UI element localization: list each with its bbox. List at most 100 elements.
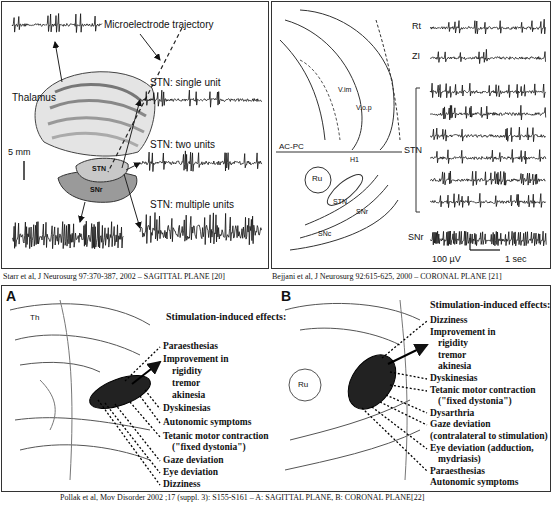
thalamus-band <box>55 84 140 100</box>
label-text: 5 mm <box>8 148 31 157</box>
atlas-contour <box>290 400 410 440</box>
label-text: ZI <box>412 52 420 61</box>
label-text: Stimulation-induced effects: <box>430 300 550 310</box>
leader-line <box>98 400 160 485</box>
atlas-contour <box>280 40 325 140</box>
atlas-contour <box>10 304 150 325</box>
spike-trace <box>430 83 546 98</box>
label-text: H1 <box>350 156 359 163</box>
label-text: rigidity <box>172 367 202 377</box>
atlas-contour <box>376 20 400 140</box>
leader-line <box>362 408 427 471</box>
label-text: Stimulation-induced effects: <box>166 312 286 322</box>
red-nucleus <box>305 167 331 193</box>
label-text: (contralateral to stimulation) <box>430 432 548 442</box>
label-text: Starr et al, J Neurosurg 97:370-387, 200… <box>3 273 225 281</box>
label-text: SNr <box>90 186 102 193</box>
spike-trace <box>430 149 546 163</box>
spike-trace <box>430 127 545 142</box>
leader-arrow <box>122 100 140 168</box>
label-text: Ru <box>312 175 322 183</box>
leader-line <box>125 347 160 381</box>
label-text: A <box>6 289 16 303</box>
label-text: V.im <box>338 86 351 93</box>
label-text: Eye deviation <box>163 468 218 478</box>
label-text: Thalamus <box>12 93 56 103</box>
label-text: Gaze deviation <box>163 456 223 466</box>
label-text: STN <box>92 165 106 172</box>
atlas-contour <box>300 328 400 345</box>
label-text: Pollak et al, Mov Disorder 2002 ;17 (sup… <box>60 494 424 502</box>
spike-trace <box>140 90 262 107</box>
thalamus-shape <box>35 72 155 156</box>
leader-line <box>382 321 427 358</box>
label-text: Paraesthesias <box>163 342 218 352</box>
label-text: Rt <box>412 22 421 31</box>
red-nucleus <box>289 369 321 401</box>
atlas-contour <box>400 300 407 480</box>
atlas-contour <box>285 303 420 320</box>
panel-frame <box>2 2 269 269</box>
panel-frame <box>272 2 551 269</box>
label-text: Autonomic symptoms <box>430 478 518 488</box>
label-text: ("fixed dystonia") <box>172 443 246 453</box>
leader-line <box>140 396 160 423</box>
label-text: Dyskinesias <box>430 374 478 384</box>
stn-shape <box>76 158 128 182</box>
label-text: Eye deviation (adduction, <box>430 444 534 454</box>
label-text: B <box>281 289 291 303</box>
atlas-contour <box>285 430 420 470</box>
label-text: Autonomic symptoms <box>163 418 251 428</box>
leader-arrow <box>132 362 160 384</box>
label-text: Bejjani et al, J Neurosurg 92:615-625, 2… <box>272 273 502 281</box>
leader-line <box>372 407 427 449</box>
label-text: AC-PC <box>279 143 304 151</box>
panel-frame <box>2 286 551 492</box>
stn-blob <box>85 369 154 415</box>
label-text: Dysarthria <box>430 409 474 419</box>
label-text: Dizziness <box>430 316 467 326</box>
label-text: Ru <box>298 381 308 389</box>
label-text: tremor <box>438 351 466 361</box>
leader-arrow <box>140 34 160 60</box>
scale-bar <box>470 249 500 250</box>
label-text: Improvement in <box>430 328 496 338</box>
spike-trace <box>430 49 546 63</box>
label-text: STN: multiple units <box>150 200 234 210</box>
label-text: STN <box>404 146 422 155</box>
leader-arrow <box>124 174 140 228</box>
acpc-line <box>276 152 402 153</box>
label-text: SNr <box>356 208 368 215</box>
label-text: 1 sec <box>505 255 527 264</box>
scale-bar <box>23 161 25 180</box>
trace-group <box>12 14 546 249</box>
leader-line <box>386 395 427 413</box>
leader-arrow <box>388 345 427 364</box>
leader-line <box>390 385 427 391</box>
label-text: rigidity <box>438 339 468 349</box>
label-text: akinesia <box>172 391 205 401</box>
leader-line <box>130 402 160 437</box>
leader-arrow <box>80 202 85 222</box>
thalamus-band <box>50 100 146 116</box>
spike-trace <box>140 151 262 172</box>
leader-line <box>380 402 427 425</box>
label-text: V.o.p <box>356 104 372 111</box>
leader-line <box>390 372 427 379</box>
spike-trace <box>430 19 545 34</box>
label-text: Tetanic motor contraction <box>430 386 536 396</box>
snc-outline <box>300 185 388 238</box>
leader-line <box>105 403 160 473</box>
atlas-contour <box>60 300 72 480</box>
thalamus-band <box>52 133 138 146</box>
label-text: Improvement in <box>163 355 229 365</box>
spike-trace <box>430 171 546 186</box>
leader-arrow <box>126 163 140 170</box>
spike-trace <box>12 14 102 33</box>
snr-outline <box>305 175 378 225</box>
atlas-contour <box>300 10 394 150</box>
atlas-contour <box>20 445 150 460</box>
label-text: Th <box>30 314 39 322</box>
